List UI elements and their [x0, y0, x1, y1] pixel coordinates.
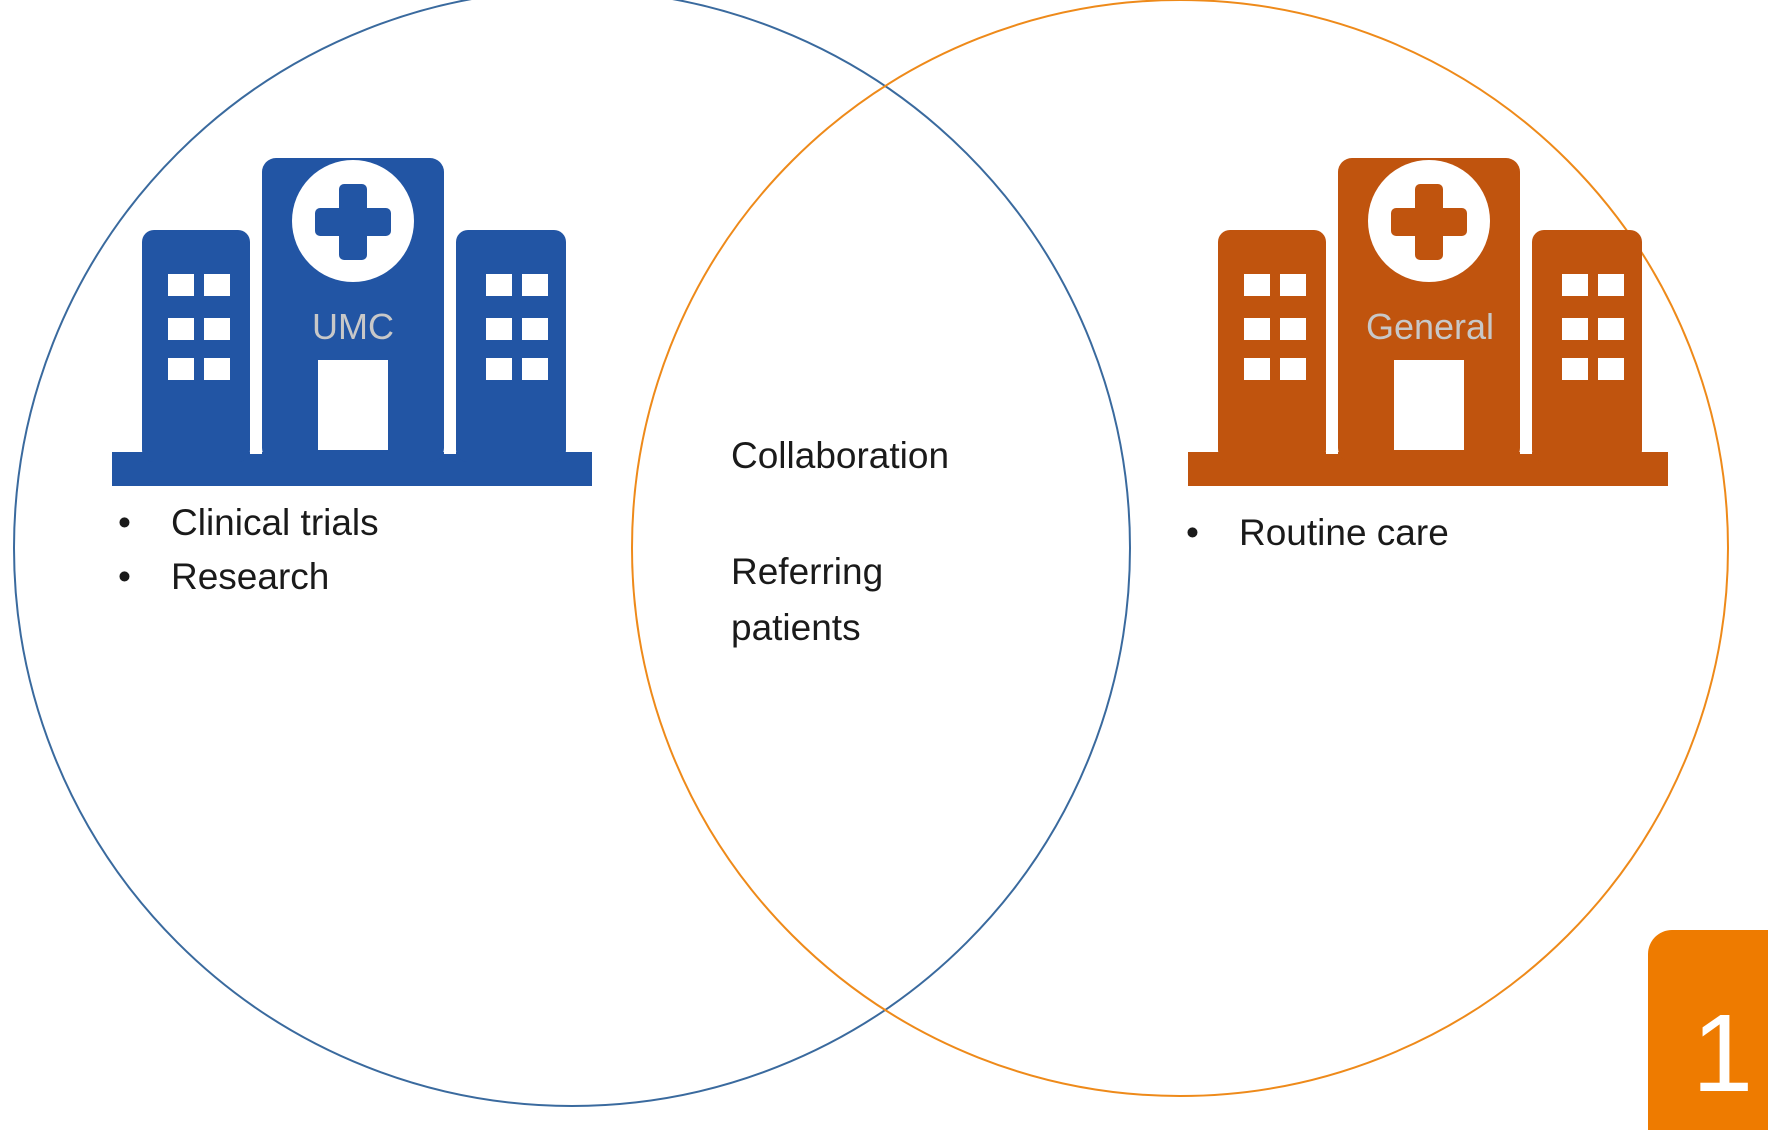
right-bullet-list: • Routine care	[1186, 506, 1449, 560]
medical-cross-icon	[1391, 184, 1467, 260]
left-bullet-list: • Clinical trials • Research	[118, 496, 379, 604]
right-circle	[631, 0, 1729, 1097]
bullet-icon: •	[1186, 512, 1199, 553]
umc-label: UMC	[312, 306, 394, 347]
overlap-collaboration: Collaboration	[731, 435, 950, 476]
page-number: 1	[1692, 992, 1754, 1115]
medical-cross-icon	[315, 184, 391, 260]
page-number-badge: 1	[1648, 930, 1768, 1130]
list-item: • Routine care	[1186, 506, 1449, 560]
left-circle	[13, 0, 1131, 1107]
venn-diagram	[13, 0, 1729, 1107]
bullet-icon: •	[118, 556, 131, 597]
list-item: • Research	[118, 550, 379, 604]
bullet-text: Research	[171, 556, 330, 597]
bullet-text: Clinical trials	[171, 502, 379, 543]
bullet-text: Routine care	[1239, 512, 1449, 553]
bullet-icon: •	[118, 502, 131, 543]
overlap-patients: patients	[731, 607, 861, 648]
hospital-windows	[1244, 160, 1624, 454]
overlap-referring: Referring	[731, 551, 884, 592]
general-label: General	[1365, 306, 1495, 347]
list-item: • Clinical trials	[118, 496, 379, 550]
